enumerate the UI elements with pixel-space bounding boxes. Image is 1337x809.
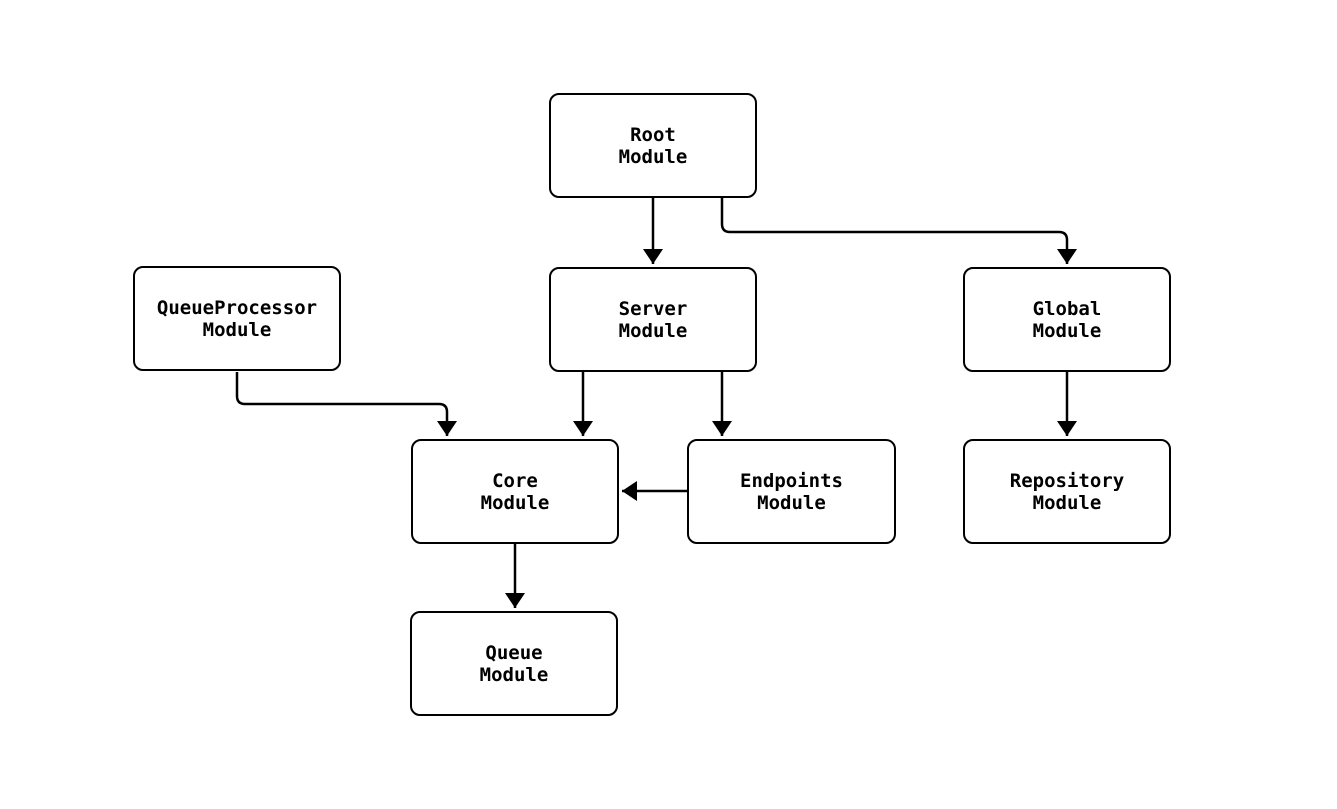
node-global-module-label: Global Module xyxy=(1032,297,1102,342)
node-root-module: Root Module xyxy=(549,93,757,198)
node-core-module: Core Module xyxy=(411,439,619,544)
edge-root-to-global xyxy=(720,197,1077,264)
node-repository-module: Repository Module xyxy=(963,439,1171,544)
node-repository-module-label: Repository Module xyxy=(1009,469,1125,514)
node-server-module: Server Module xyxy=(549,267,757,372)
node-queue-module: Queue Module xyxy=(410,611,618,716)
node-queueprocessor-module: QueueProcessor Module xyxy=(133,266,341,371)
node-root-module-label: Root Module xyxy=(618,123,688,168)
node-queue-module-label: Queue Module xyxy=(479,641,549,686)
node-queueprocessor-module-label: QueueProcessor Module xyxy=(156,296,318,341)
node-endpoints-module-label: Endpoints Module xyxy=(740,469,843,514)
node-server-module-label: Server Module xyxy=(618,297,688,342)
node-global-module: Global Module xyxy=(963,267,1171,372)
edge-queueprocessor-to-core xyxy=(235,372,457,436)
node-core-module-label: Core Module xyxy=(480,469,550,514)
node-endpoints-module: Endpoints Module xyxy=(687,439,896,544)
